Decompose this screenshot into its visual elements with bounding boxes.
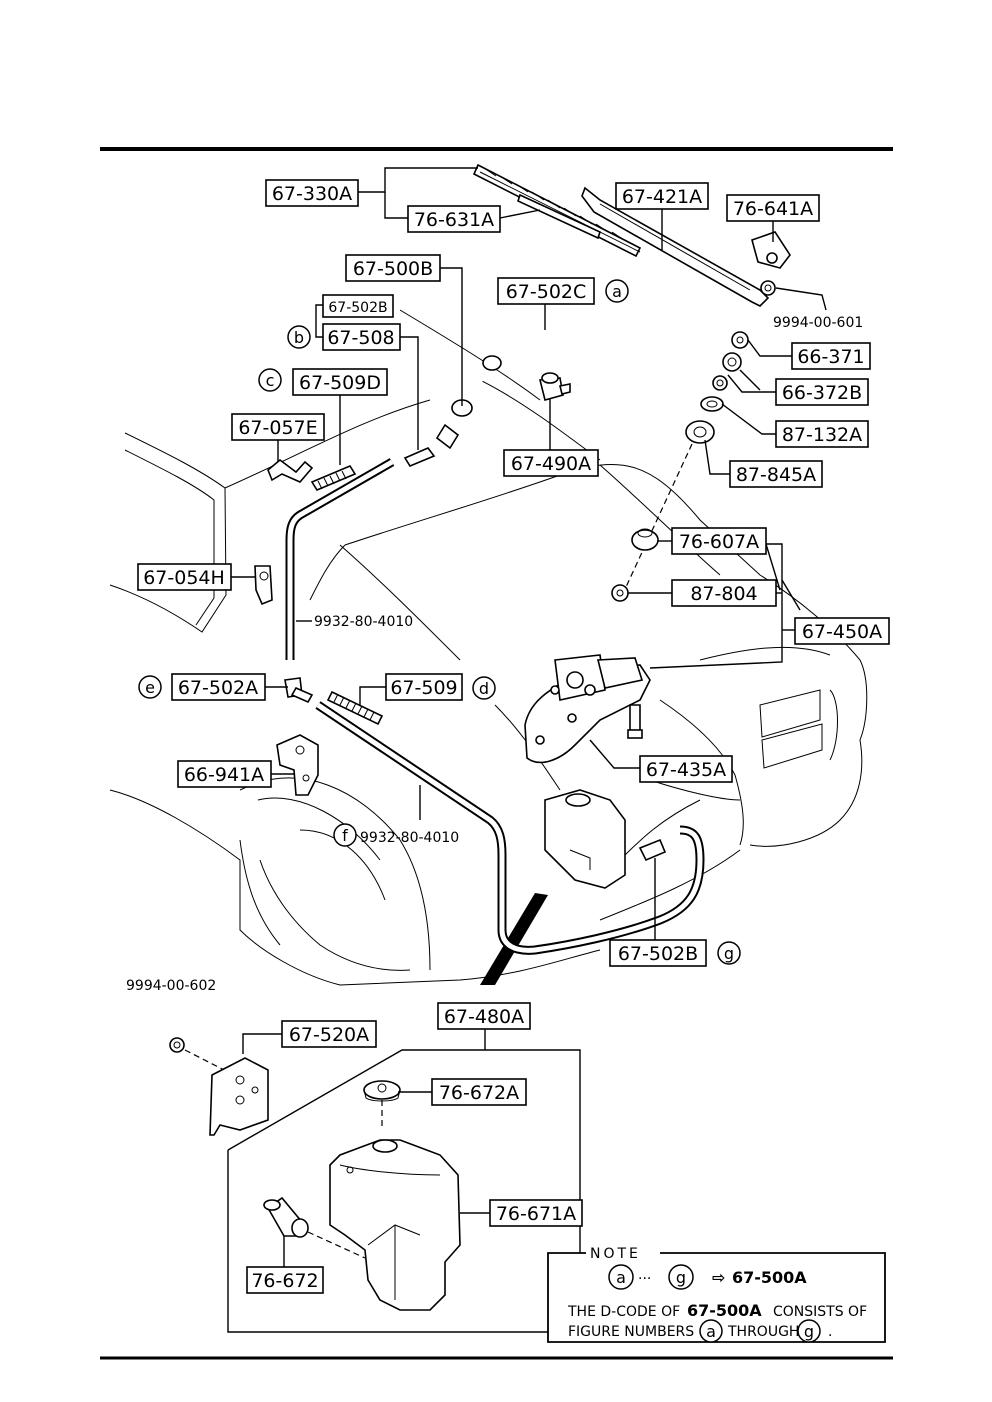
label-66-372B: 66-372B [782,382,862,404]
pointer-wedge [480,893,548,985]
pivot-hardware [685,331,749,444]
washer-nozzle [538,372,571,401]
label-67-502C: 67-502C [506,281,587,303]
note-code: 67-500A [732,1268,807,1287]
label-87-132A: 87-132A [782,424,862,446]
part-labels: 67-330A 76-631A 67-421A 76-641A 9994-00-… [126,179,890,1294]
assembly-frame [227,1150,548,1333]
note-range-sep: ··· [638,1271,651,1287]
washer-hose-upper [435,326,599,450]
note-line1-prefix: THE D-CODE OF [567,1304,680,1320]
label-67-508: 67-508 [327,327,394,349]
note-line2-end: . [828,1324,832,1340]
label-66-941A: 66-941A [184,764,264,786]
circle-g: g [724,944,734,963]
label-76-641A: 76-641A [733,198,813,220]
label-66-371: 66-371 [797,346,864,368]
note-title: NOTE [590,1246,641,1262]
clip-67-057E [267,458,314,483]
bracket-67-520A [209,1057,269,1136]
label-76-671A: 76-671A [496,1203,576,1225]
wiper-arm [581,186,770,307]
nut-9994-00-601 [760,280,776,296]
bracket-66-941A [276,734,319,796]
nut-9994-00-602 [169,1037,185,1053]
label-67-421A: 67-421A [622,186,702,208]
joint-67-502A [284,677,314,704]
circle-c: c [266,371,275,390]
label-76-607A: 76-607A [679,531,759,553]
note-line1-code: 67-500A [687,1301,762,1320]
note-line2-g: g [804,1322,814,1341]
label-67-057E: 67-057E [238,417,317,439]
reference-circles: a b c d e f g [138,279,741,965]
label-67-509: 67-509 [390,677,457,699]
label-87-845A: 87-845A [736,464,816,486]
circle-e: e [145,678,155,697]
label-87-804: 87-804 [690,583,757,605]
label-76-631A: 76-631A [414,209,494,231]
label-67-480A: 67-480A [444,1006,524,1028]
wiper-motor [524,654,651,764]
label-9994-00-602: 9994-00-602 [126,978,216,994]
label-67-509D: 67-509D [299,372,381,394]
label-67-330A: 67-330A [272,183,352,205]
clip-67-054H [254,565,273,606]
joint-67-508 [403,447,436,467]
label-9994-00-601: 9994-00-601 [773,315,863,331]
circle-d: d [479,679,489,698]
label-76-672A: 76-672A [439,1082,519,1104]
pump-76-672 [263,1196,309,1238]
note-line2-a: a [706,1322,716,1341]
note-line1-suffix: CONSISTS OF [773,1304,867,1320]
circle-a: a [612,282,622,301]
label-67-500B: 67-500B [353,258,433,280]
cap-76-672A [363,1080,401,1102]
bushing-76-607A [631,528,659,551]
note-range-from: a [616,1268,626,1287]
pump-dashline [307,1231,366,1259]
hose-67-509 [326,690,384,726]
circle-b: b [294,328,304,347]
label-67-502B-top: 67-502B [328,300,387,316]
label-9932-80-4010-a: 9932-80-4010 [314,614,413,630]
label-67-520A: 67-520A [289,1024,369,1046]
label-9932-80-4010-b: 9932-80-4010 [360,830,459,846]
label-67-435A: 67-435A [646,759,726,781]
label-67-502A: 67-502A [178,677,258,699]
label-67-450A: 67-450A [802,621,882,643]
reservoir-in-car [544,789,626,889]
label-67-490A: 67-490A [511,453,591,475]
note-range-to: g [676,1268,686,1287]
circle-f: f [342,826,348,845]
arm-cap [751,231,791,269]
joint-67-502B [638,838,667,862]
note-arrow: ⇨ [712,1268,725,1287]
tank-76-671A [329,1139,461,1311]
note-box: NOTE a ··· g ⇨ 67-500A THE D-CODE OF 67-… [547,1246,886,1343]
wiper-blade [472,163,642,258]
label-76-672: 76-672 [251,1270,318,1292]
pivot-dashline [619,443,693,601]
nut-87-804 [611,584,629,602]
hose-67-509D [310,464,357,492]
leader-lines [231,167,827,1267]
car-body-outline [109,309,868,986]
label-67-054H: 67-054H [143,567,225,589]
note-line2-mid: THROUGH [727,1324,799,1340]
note-line2-prefix: FIGURE NUMBERS [568,1324,694,1340]
washer-tube [285,458,705,955]
label-67-502B-bottom: 67-502B [618,943,698,965]
